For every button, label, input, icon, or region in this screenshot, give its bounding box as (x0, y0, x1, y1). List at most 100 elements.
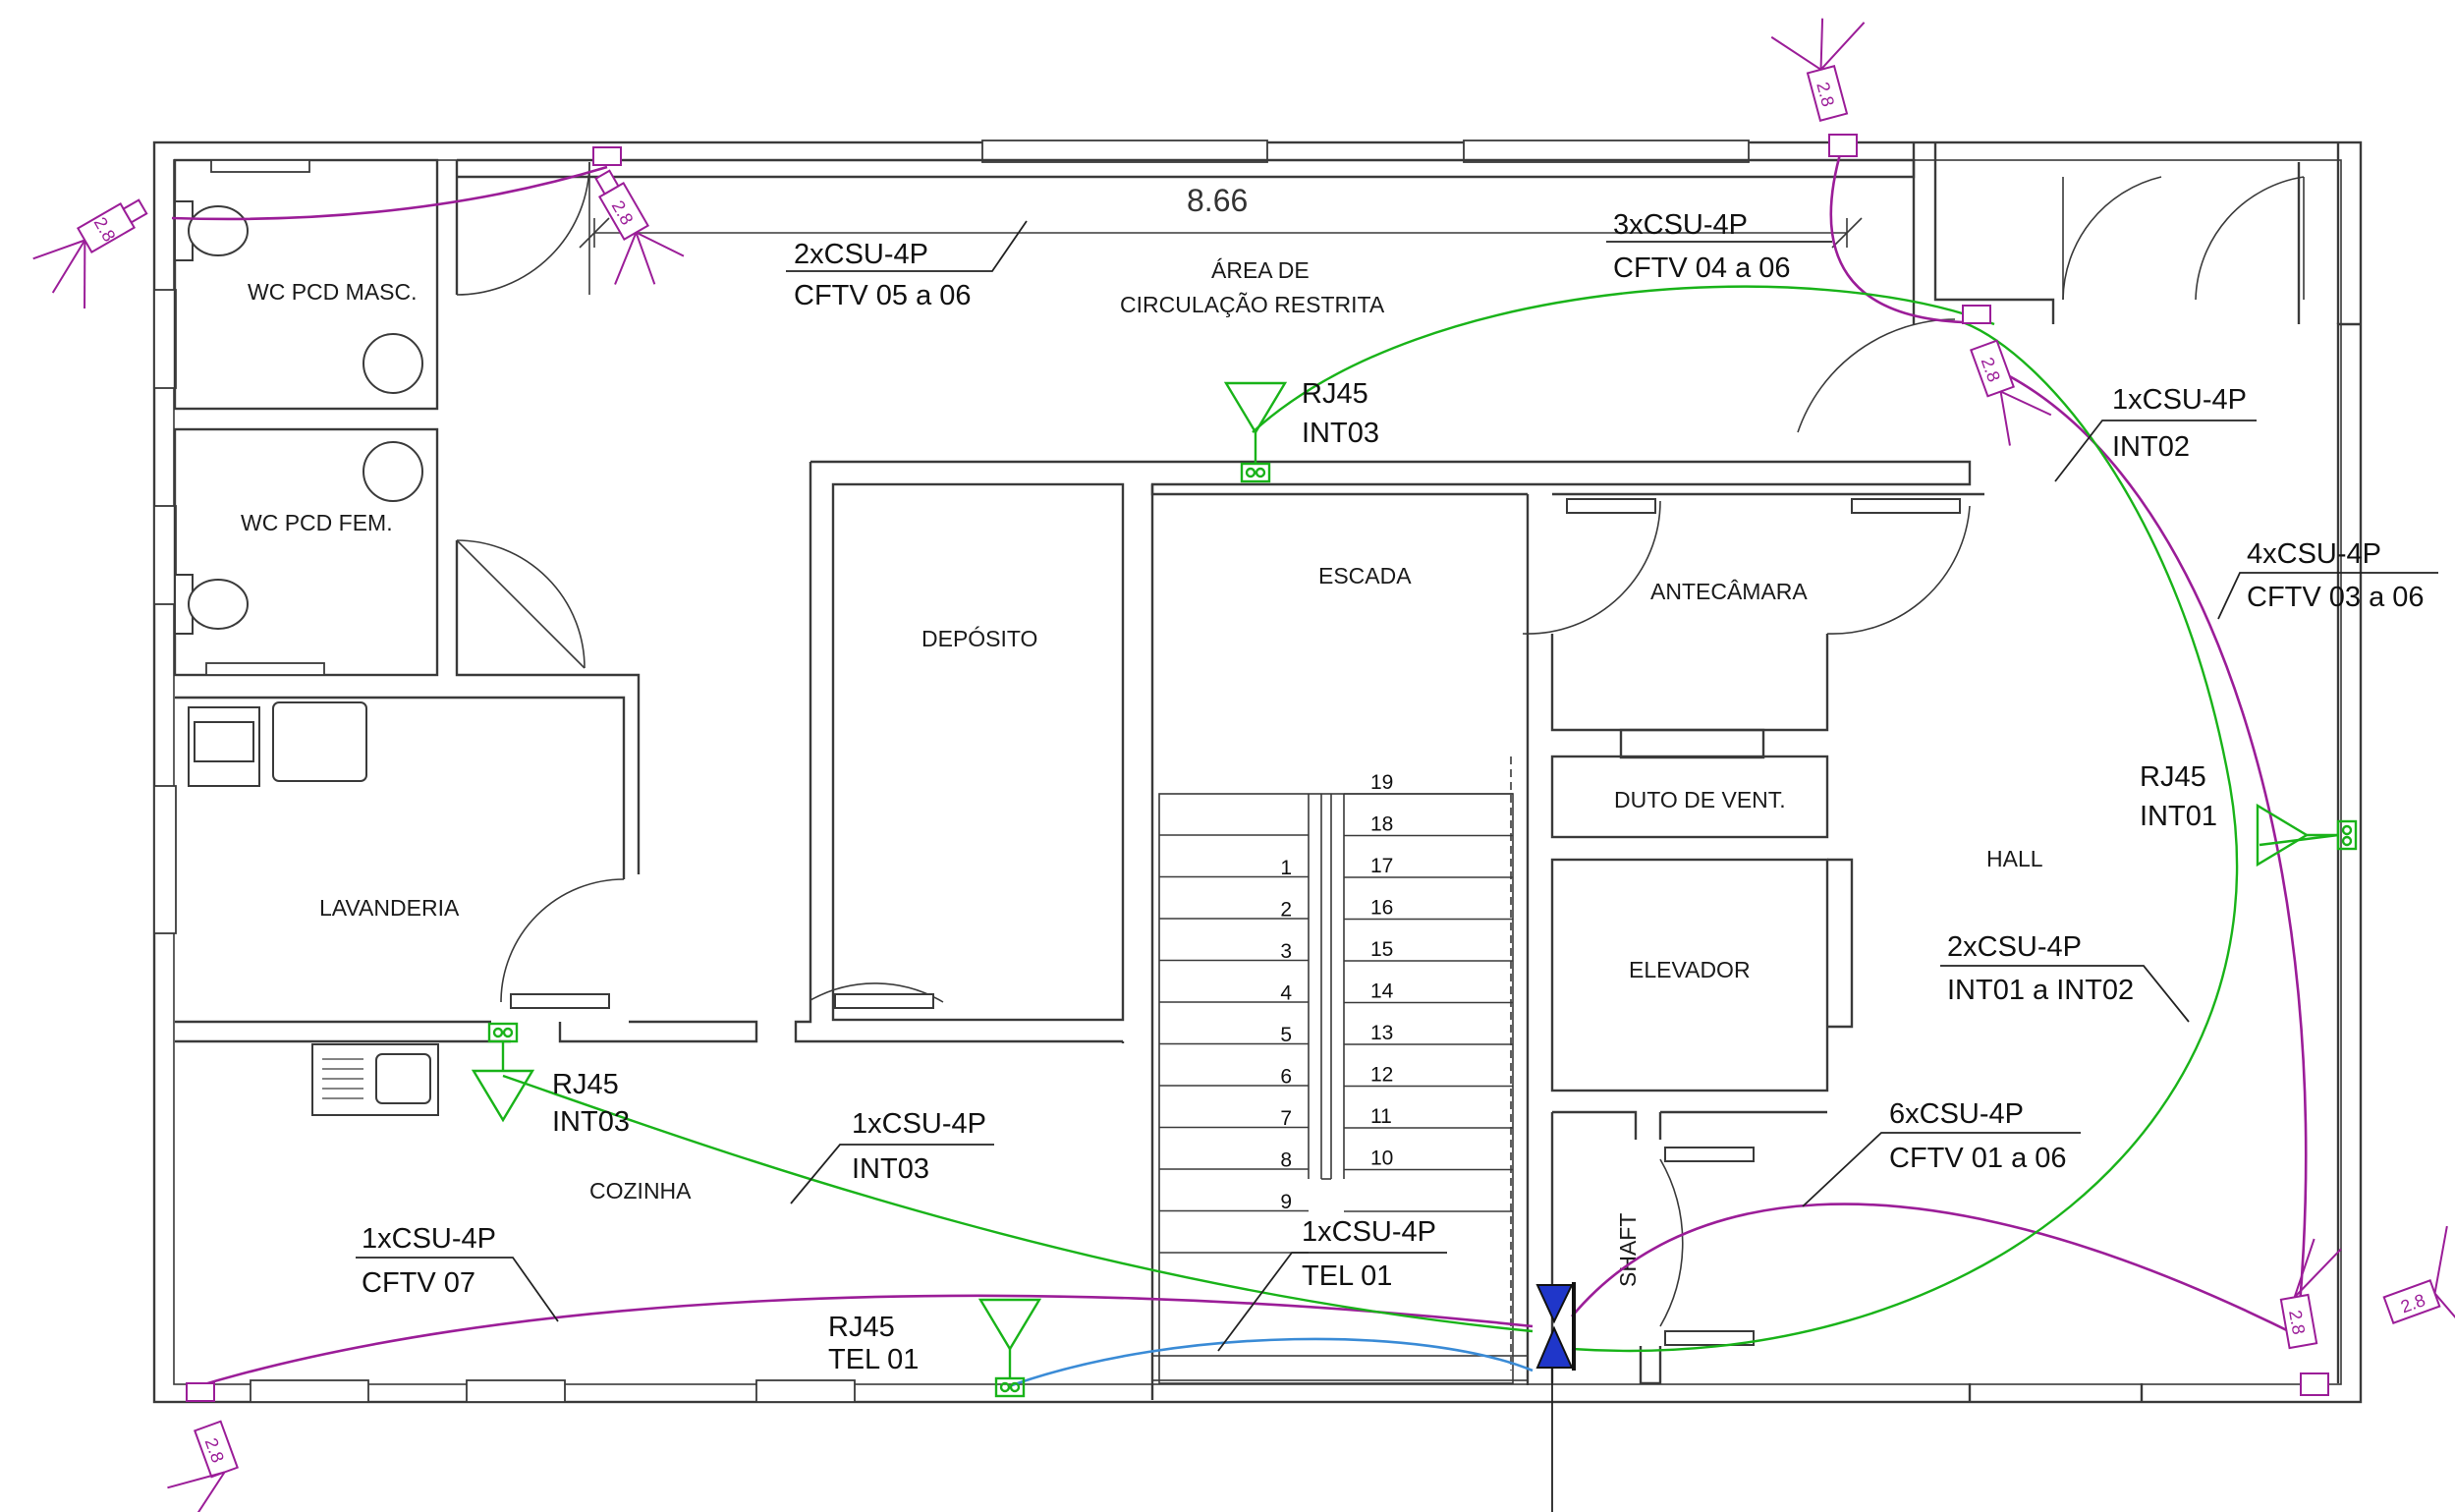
window-bottom-3 (755, 1379, 856, 1403)
label-cftv-05-06: 2xCSU-4P CFTV 05 a 06 (786, 220, 1028, 311)
room-wc-fem: WC PCD FEM. (241, 510, 393, 535)
rj45-int01-line2: INT01 (2140, 801, 2217, 832)
stair-step-number: 9 (1280, 1191, 1292, 1213)
rj45-int03-top-line1: RJ45 (1302, 378, 1368, 410)
label-cftv-01-06: 6xCSU-4P CFTV 01 a 06 (1802, 1098, 2081, 1207)
stair-step-number: 6 (1280, 1066, 1292, 1089)
window-top-2 (1463, 140, 1750, 163)
label-cftv-07: 1xCSU-4P CFTV 07 (356, 1223, 559, 1322)
fixtures (174, 200, 439, 1116)
svg-text:CFTV 03 a 06: CFTV 03 a 06 (2247, 582, 2425, 613)
label-cftv-03-06: 4xCSU-4P CFTV 03 a 06 (2217, 538, 2438, 620)
rj45-tel01: RJ45 TEL 01 (828, 1298, 1042, 1398)
room-escada: ESCADA (1318, 563, 1412, 588)
camera-hall-bottom: 2.8 (2279, 1238, 2342, 1350)
stair-step-number: 12 (1370, 1064, 1393, 1087)
label-tel01: 1xCSU-4P TEL 01 (1217, 1216, 1447, 1352)
rj45-int01: RJ45 INT01 (2140, 761, 2358, 868)
room-cozinha: COZINHA (589, 1178, 692, 1204)
stair-step-number: 18 (1370, 813, 1393, 836)
cable-cftv-07 (194, 1294, 1534, 1389)
room-hall: HALL (1986, 846, 2043, 871)
rj45-int03-kitchen-line2: INT03 (552, 1106, 630, 1138)
svg-text:TEL 01: TEL 01 (1302, 1260, 1392, 1292)
label-int01-02: 2xCSU-4P INT01 a INT02 (1940, 931, 2190, 1023)
svg-text:2xCSU-4P: 2xCSU-4P (794, 239, 928, 270)
stair-step-number: 3 (1280, 940, 1292, 963)
cable-labels: 2xCSU-4P CFTV 05 a 06 3xCSU-4P CFTV 04 a… (356, 209, 2438, 1352)
stair-step-number: 16 (1370, 897, 1393, 920)
window-left-3 (153, 785, 177, 934)
rj45-tel01-line2: TEL 01 (828, 1344, 919, 1375)
cable-cftv-wc (171, 165, 608, 221)
stair-step-number: 17 (1370, 855, 1393, 877)
stair-step-number: 14 (1370, 980, 1394, 1003)
svg-text:1xCSU-4P: 1xCSU-4P (362, 1223, 496, 1255)
room-area-line1: ÁREA DE (1211, 257, 1310, 283)
laundry-tank (272, 701, 367, 782)
cable-cftv-top-right (1829, 146, 1964, 324)
room-labels: WC PCD MASC. WC PCD FEM. LAVANDERIA COZI… (241, 257, 2043, 1287)
stair-step-number: 8 (1280, 1149, 1292, 1172)
svg-text:2.8: 2.8 (2285, 1309, 2309, 1336)
toilet-masc (174, 200, 249, 261)
svg-text:INT02: INT02 (2112, 431, 2190, 463)
stair-step-number: 7 (1280, 1107, 1292, 1130)
exterior-wall (152, 140, 2363, 1404)
stair-step-number: 11 (1370, 1105, 1392, 1128)
stair-step-number: 1 (1280, 857, 1292, 879)
rj45-int03-kitchen-line1: RJ45 (552, 1069, 619, 1100)
cable-tel01 (1011, 1337, 1534, 1387)
svg-text:6xCSU-4P: 6xCSU-4P (1889, 1098, 2024, 1130)
cable-cftv-right-vertical (1993, 366, 2308, 1317)
window-bottom-2 (466, 1379, 566, 1403)
camera-top-right: 2.8 (1770, 18, 1866, 122)
rj45-int03-top: RJ45 INT03 (1223, 378, 1379, 483)
room-lavanderia: LAVANDERIA (319, 895, 460, 921)
dimension-value: 8.66 (1187, 183, 1248, 218)
room-elevador: ELEVADOR (1629, 957, 1751, 982)
cable-int03-kitchen (502, 1074, 1534, 1333)
doors (456, 161, 2305, 1346)
svg-text:1xCSU-4P: 1xCSU-4P (2112, 384, 2247, 416)
camera-wc-left: 2.8 (32, 198, 148, 308)
rj45-int01-line1: RJ45 (2140, 761, 2206, 793)
svg-text:CFTV 05 a 06: CFTV 05 a 06 (794, 280, 972, 311)
stair-step-number: 10 (1370, 1148, 1393, 1170)
stair-step-number: 13 (1370, 1022, 1393, 1044)
camera-hall-top: 2.8 (1970, 339, 2052, 446)
label-int02: 1xCSU-4P INT02 (2054, 384, 2257, 482)
label-cftv-04-06: 3xCSU-4P CFTV 04 a 06 (1606, 209, 1832, 284)
duto-room (1550, 755, 1829, 839)
room-wc-masc: WC PCD MASC. (248, 279, 418, 305)
svg-text:1xCSU-4P: 1xCSU-4P (1302, 1216, 1436, 1248)
deposito-room (831, 482, 1125, 1022)
cable-int03-top (1252, 285, 1995, 433)
label-int03: 1xCSU-4P INT03 (790, 1108, 994, 1204)
svg-text:CFTV 01 a 06: CFTV 01 a 06 (1889, 1143, 2067, 1174)
walls (152, 140, 2363, 1404)
cable-cftv-main (1571, 1203, 2300, 1338)
room-shaft: SHAFT (1615, 1213, 1641, 1287)
stair-step-number: 5 (1280, 1024, 1292, 1046)
stair-step-number: 2 (1280, 899, 1292, 922)
cable-int-main (1571, 320, 2239, 1353)
sink-fem (363, 441, 423, 502)
window-left-2 (153, 505, 177, 605)
svg-text:CFTV 07: CFTV 07 (362, 1267, 475, 1299)
svg-text:3xCSU-4P: 3xCSU-4P (1613, 209, 1748, 241)
svg-text:INT03: INT03 (852, 1153, 929, 1185)
camera-right-edge: 2.8 (2382, 1225, 2455, 1326)
window-left-1 (153, 289, 177, 389)
window-bottom-1 (250, 1379, 369, 1403)
cameras: 2.8 2.8 2.8 2.8 (32, 18, 2455, 1512)
svg-text:4xCSU-4P: 4xCSU-4P (2247, 538, 2381, 570)
room-duto: DUTO DE VENT. (1614, 787, 1786, 812)
rj45-int03-kitchen: RJ45 INT03 (471, 1022, 630, 1138)
camera-wc-top: 2.8 (594, 169, 685, 285)
svg-text:INT01 a INT02: INT01 a INT02 (1947, 975, 2134, 1006)
room-deposito: DEPÓSITO (921, 626, 1037, 651)
elevador-room (1550, 858, 1829, 1092)
